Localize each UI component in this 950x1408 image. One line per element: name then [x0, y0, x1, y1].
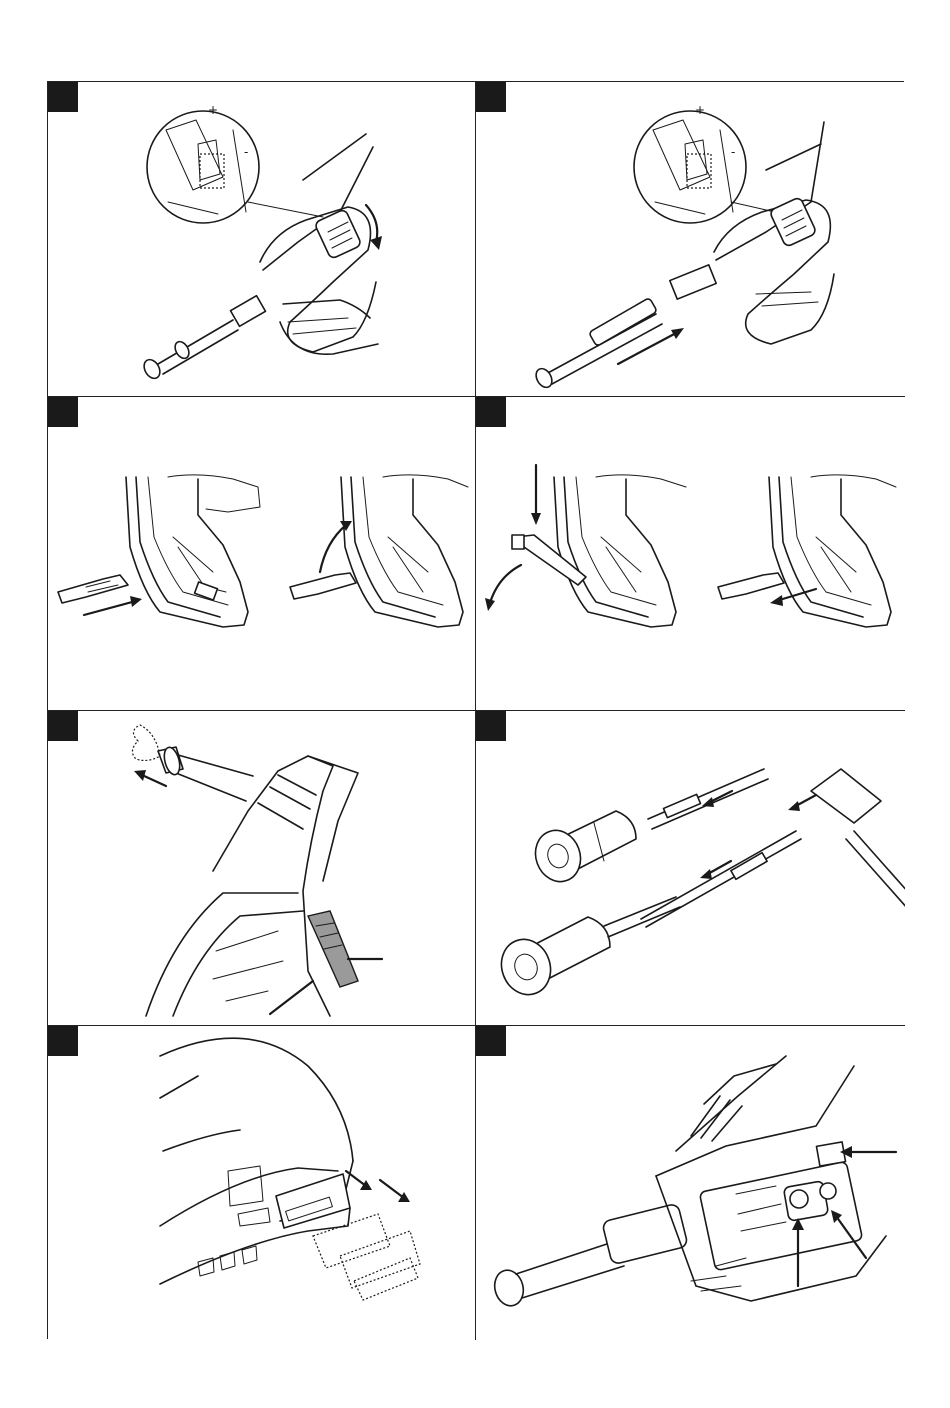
- minus-glyph-2: -: [731, 145, 735, 159]
- panel-2: + -: [476, 82, 905, 397]
- panel-1-illustration: + -: [48, 82, 476, 397]
- panel-3: [48, 397, 476, 711]
- panel-5-illustration: [48, 711, 476, 1026]
- illustration-grid: + - + -: [47, 81, 904, 1339]
- panel-1: + -: [48, 82, 476, 397]
- panel-5: [48, 711, 476, 1026]
- panel-8: [476, 1026, 905, 1340]
- panel-2-illustration: + -: [476, 82, 905, 397]
- panel-6: [476, 711, 905, 1026]
- panel-4-illustration: [476, 397, 905, 711]
- panel-7-illustration: [48, 1026, 476, 1340]
- plus-glyph: +: [208, 103, 218, 117]
- plus-glyph-2: +: [695, 103, 705, 117]
- panel-6-illustration: [476, 711, 905, 1026]
- panel-4: [476, 397, 905, 711]
- panel-8-illustration: [476, 1026, 905, 1340]
- panel-3-illustration: [48, 397, 476, 711]
- panel-7: [48, 1026, 476, 1340]
- minus-glyph: -: [244, 145, 248, 159]
